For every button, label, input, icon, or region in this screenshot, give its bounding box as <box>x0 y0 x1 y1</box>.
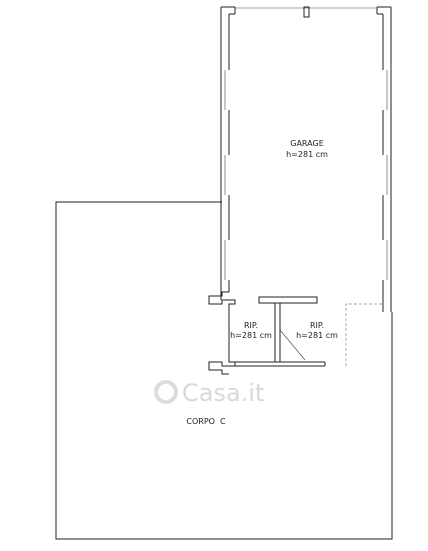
t-partition <box>258 296 318 362</box>
rip-right-label: RIP. <box>310 321 324 330</box>
garage-height: h=281 cm <box>286 150 328 159</box>
rip-left-label: RIP. <box>244 321 258 330</box>
watermark-text: Casa.it <box>182 379 264 407</box>
garage-right-wall <box>376 6 392 312</box>
corpo-c-outline <box>55 201 393 540</box>
garage-label: GARAGE <box>290 139 324 148</box>
corpo-c-label: CORPO C <box>186 417 226 426</box>
garage-top-wall <box>235 6 377 18</box>
rip-right-height: h=281 cm <box>296 331 338 340</box>
watermark-logo-icon <box>154 380 178 404</box>
door-swing <box>279 329 306 361</box>
garage-left-wall <box>220 6 236 300</box>
vent-icon <box>303 6 310 18</box>
rip-left-height: h=281 cm <box>230 331 272 340</box>
watermark: Casa.it <box>154 379 264 407</box>
dashed-opening <box>345 303 383 366</box>
